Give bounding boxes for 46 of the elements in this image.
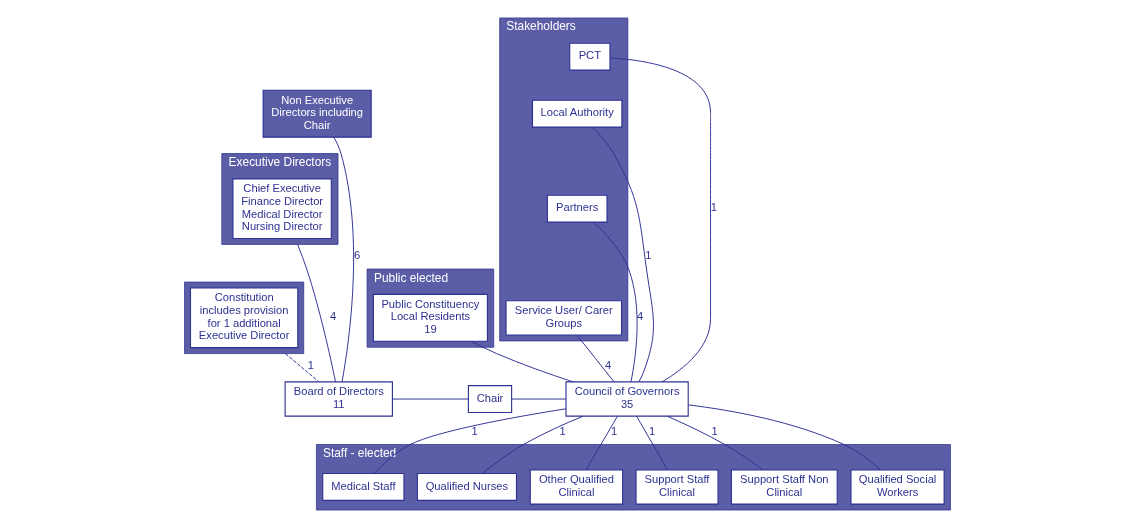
edge-label: 1 [559,424,566,437]
node-box: Support Staff Non Clinical [730,468,838,505]
connector [470,340,574,382]
edge-label: 1 [644,248,651,261]
edge-label: 1 [307,358,314,370]
edge-label: 1 [711,424,718,437]
node-box: Other Qualified Clinical [529,468,623,505]
node-box: Medical Staff [321,472,404,501]
node-box: Qualified Nurses [416,472,517,501]
edge-label: 1 [710,200,717,213]
edge-label: 4 [604,358,611,370]
connector [592,221,638,382]
edge-label: 1 [610,424,617,437]
connector [332,136,354,382]
node-box: Public Constituency Local Residents 19 [372,293,488,342]
node-box: Local Authority [531,99,622,128]
node-box: Support Staff Clinical [635,468,719,505]
edge-label: 4 [636,309,643,322]
node-box: Constitution includes provision for 1 additional Executive Director [189,286,298,348]
connector [591,126,654,382]
node-box: PCT [568,42,611,71]
edge-label: 1 [648,424,655,437]
node-box: Chair [467,384,512,413]
node-box: Board of Directors 11 [284,380,393,417]
node-box: Service User/ Carer Groups [504,299,622,336]
connector [510,398,566,400]
connector [296,243,336,382]
cluster [183,281,304,354]
connector [373,407,566,474]
connector [609,56,711,382]
connector [284,352,319,382]
edge-label: 4 [329,309,336,322]
connector [391,398,469,400]
connector [481,415,583,474]
connector [635,415,668,470]
node-box: Partners [546,194,608,223]
node-box: Chief Executive Finance Director Medical Director Nursing Director [231,177,332,239]
node-box: Qualified Social Workers [849,468,945,505]
node-box: Non Executive Directors including Chair [262,89,372,138]
connector [585,415,618,470]
connector [575,334,614,382]
connector [666,415,763,470]
edge-label: 1 [471,424,478,437]
connector [687,403,881,470]
edge-label: 6 [353,248,360,261]
node-box: Council of Governors 35 [564,380,689,417]
